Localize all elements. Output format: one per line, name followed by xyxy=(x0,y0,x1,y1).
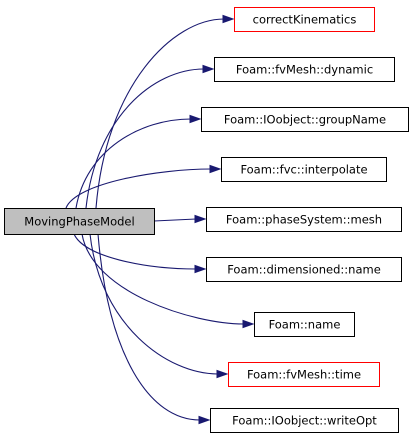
node-label: Foam::name xyxy=(269,318,341,332)
node-label: Foam::dimensioned::name xyxy=(227,263,381,277)
node-time[interactable]: Foam::fvMesh::time xyxy=(228,362,380,387)
arrowhead-mesh xyxy=(194,214,207,224)
edge-time xyxy=(89,233,219,375)
node-box xyxy=(228,362,380,387)
edges-layer xyxy=(65,14,255,425)
node-box xyxy=(214,57,395,82)
node-dynamic[interactable]: Foam::fvMesh::dynamic xyxy=(214,57,395,82)
node-label: Foam::IOobject::groupName xyxy=(224,113,386,127)
nodes-layer: MovingPhaseModel correctKinematicsFoam::f… xyxy=(4,7,409,433)
edge-mesh xyxy=(153,218,197,222)
node-dimname[interactable]: Foam::dimensioned::name xyxy=(206,257,402,282)
node-label: correctKinematics xyxy=(253,13,357,27)
node-box xyxy=(206,207,402,232)
edge-name xyxy=(81,233,245,325)
arrowhead-correctKinematics xyxy=(222,14,235,24)
node-box xyxy=(210,408,399,433)
arrowhead-time xyxy=(216,369,229,379)
node-box xyxy=(234,7,375,32)
node-root[interactable]: MovingPhaseModel xyxy=(4,208,155,235)
node-interpolate[interactable]: Foam::fvc::interpolate xyxy=(221,157,387,182)
edge-dynamic xyxy=(85,68,205,209)
node-label: Foam::fvc::interpolate xyxy=(240,163,367,177)
node-label: MovingPhaseModel xyxy=(24,215,134,229)
node-mesh[interactable]: Foam::phaseSystem::mesh xyxy=(206,207,402,232)
node-box xyxy=(4,208,155,235)
arrowhead-dimname xyxy=(194,264,207,274)
node-name[interactable]: Foam::name xyxy=(254,312,355,337)
node-box xyxy=(221,157,387,182)
arrowhead-interpolate xyxy=(209,164,222,174)
node-box xyxy=(254,312,355,337)
node-label: Foam::IOobject::writeOpt xyxy=(232,414,377,428)
node-label: Foam::phaseSystem::mesh xyxy=(226,213,382,227)
node-box xyxy=(201,107,409,132)
node-writeOpt[interactable]: Foam::IOobject::writeOpt xyxy=(210,408,399,433)
node-label: Foam::fvMesh::time xyxy=(247,368,361,382)
node-label: Foam::fvMesh::dynamic xyxy=(236,63,373,77)
node-groupName[interactable]: Foam::IOobject::groupName xyxy=(201,107,409,132)
edge-writeOpt xyxy=(97,233,201,421)
node-correctKinematics[interactable]: correctKinematics xyxy=(234,7,375,32)
arrowhead-name xyxy=(242,319,255,329)
edge-groupName xyxy=(75,118,192,209)
edge-interpolate xyxy=(65,168,212,209)
arrowhead-writeOpt xyxy=(198,415,211,425)
arrowhead-groupName xyxy=(189,114,202,124)
edge-correctKinematics xyxy=(95,18,225,209)
edge-dimname xyxy=(73,233,197,270)
node-box xyxy=(206,257,402,282)
arrowhead-dynamic xyxy=(202,64,215,74)
